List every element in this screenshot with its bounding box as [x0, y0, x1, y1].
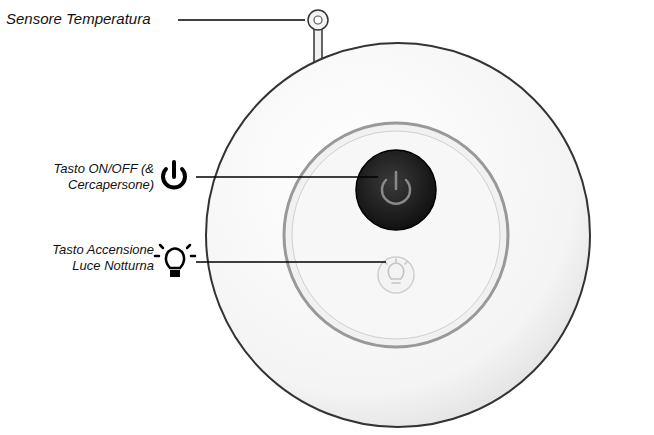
power-symbol: [395, 172, 398, 189]
bulb-symbol: [385, 259, 407, 283]
device-body: [206, 43, 590, 427]
button-panel: [284, 123, 508, 347]
button-label: Tasto Accensione Luce Notturna: [32, 242, 154, 275]
power-icon: [163, 162, 185, 188]
button-panel-inner: [292, 131, 500, 339]
sensor-label: Sensore Temperatura: [6, 10, 176, 29]
leader-line: [178, 19, 305, 21]
bulb-icon: [155, 245, 195, 277]
sensor-head: [308, 10, 328, 30]
leader-line: [196, 261, 386, 263]
leader-line: [196, 176, 378, 178]
power-button: [356, 150, 436, 230]
sensor-eye: [314, 16, 322, 24]
button-label: Tasto ON/OFF (& Cercapersone): [32, 161, 154, 194]
